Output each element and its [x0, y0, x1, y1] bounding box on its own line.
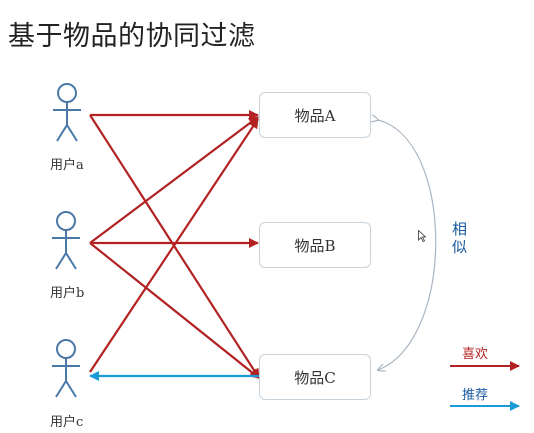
user-a-label: 用户a	[50, 158, 84, 173]
like-arrow-b-to-A	[89, 116, 259, 244]
user-a-figure-icon	[52, 83, 82, 142]
like-arrow-b-to-C	[89, 242, 260, 379]
mouse-cursor-icon	[418, 230, 426, 242]
similarity-arc	[378, 120, 437, 370]
legend-like-label: 喜欢	[462, 347, 489, 362]
user-c-label: 用户c	[50, 415, 84, 430]
item-c-box: 物品C	[259, 354, 371, 400]
user-b-label: 用户b	[50, 286, 85, 301]
like-arrow-c-to-A	[89, 118, 259, 373]
user-b-figure-icon	[51, 211, 81, 270]
similar-label: 相似	[452, 220, 468, 256]
legend-recommend-label: 推荐	[462, 388, 489, 403]
item-b-box: 物品B	[259, 222, 371, 268]
user-c-figure-icon	[51, 339, 81, 398]
page-title: 基于物品的协同过滤	[8, 21, 256, 52]
item-a-box: 物品A	[259, 92, 371, 138]
